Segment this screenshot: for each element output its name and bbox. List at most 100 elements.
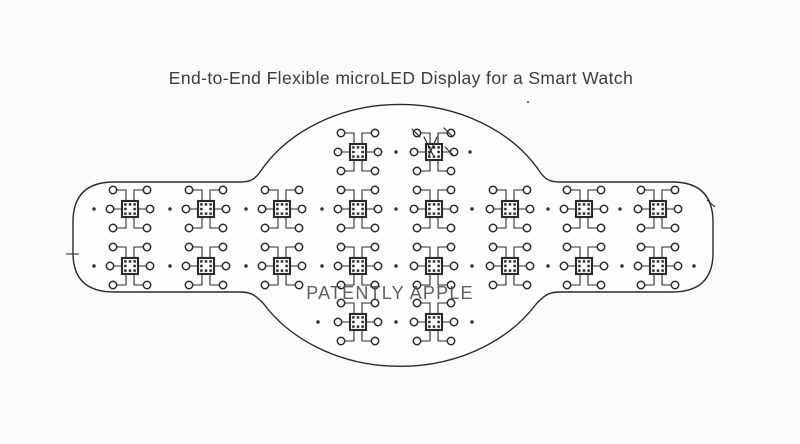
- chip-bump: [578, 207, 581, 211]
- chip-bump: [652, 207, 655, 211]
- module-traces: [414, 246, 454, 286]
- contact-pad: [184, 280, 194, 290]
- contact-pad: [522, 280, 532, 290]
- chip-bump: [652, 260, 655, 263]
- chip-bump: [587, 212, 590, 215]
- contact-pad: [336, 280, 346, 290]
- pen-annotation: [423, 136, 434, 156]
- contact-pad: [221, 261, 231, 271]
- microled-module: [409, 298, 459, 346]
- contact-pad: [181, 261, 191, 271]
- contact-pad: [294, 185, 304, 195]
- chip-bump: [513, 260, 516, 263]
- contact-pad: [522, 223, 532, 233]
- microled-module: [409, 242, 459, 290]
- chip-bump: [200, 264, 203, 268]
- chip-bump: [285, 260, 288, 263]
- contact-pad: [297, 204, 307, 214]
- chip-bump: [428, 203, 431, 206]
- chip-bump: [280, 203, 284, 206]
- alignment-dot: [168, 264, 172, 268]
- chip-bump: [280, 260, 284, 263]
- chip-bump: [432, 146, 436, 149]
- chip-bump: [276, 264, 279, 268]
- chip-bump: [128, 260, 132, 263]
- chip-bump: [361, 264, 364, 268]
- chip-bump: [656, 203, 660, 206]
- chip-bump: [280, 269, 284, 272]
- contact-pad: [373, 204, 383, 214]
- chip-bump: [504, 203, 507, 206]
- contact-pad: [412, 185, 422, 195]
- chip-bump: [209, 203, 212, 206]
- contact-pad: [373, 317, 383, 327]
- contact-pad: [446, 280, 456, 290]
- contact-pad: [409, 317, 419, 327]
- chip-bump: [285, 212, 288, 215]
- contact-pad: [336, 242, 346, 252]
- chip-bump: [352, 320, 355, 324]
- alignment-dot: [92, 264, 96, 268]
- alignment-dot: [316, 320, 320, 324]
- contact-pad: [446, 336, 456, 346]
- contact-pad: [488, 280, 498, 290]
- alignment-dot: [546, 207, 550, 211]
- chip-bump: [361, 203, 364, 206]
- contact-pad: [636, 280, 646, 290]
- chip-bump: [661, 207, 664, 211]
- chip-bump: [578, 269, 581, 272]
- contact-pad: [105, 261, 115, 271]
- contact-pad: [218, 185, 228, 195]
- contact-pad: [336, 128, 346, 138]
- contact-pad: [670, 280, 680, 290]
- chip-bump: [432, 155, 436, 158]
- chip-bump: [361, 260, 364, 263]
- chip-bump: [656, 212, 660, 215]
- chip-bump: [428, 260, 431, 263]
- chip-bump: [513, 203, 516, 206]
- chip-bump: [578, 212, 581, 215]
- chip-bump: [361, 316, 364, 319]
- contact-pad: [522, 185, 532, 195]
- chip-bump: [352, 260, 355, 263]
- chip-bump: [504, 269, 507, 272]
- module-traces: [338, 189, 378, 229]
- contact-pad: [409, 147, 419, 157]
- contact-pad: [336, 166, 346, 176]
- module-traces: [338, 132, 378, 172]
- chip-bump: [361, 325, 364, 328]
- microled-module: [257, 185, 307, 233]
- contact-pad: [485, 204, 495, 214]
- alignment-dot: [320, 207, 324, 211]
- contact-pad: [562, 223, 572, 233]
- microled-module: [333, 242, 383, 290]
- chip-bump: [508, 260, 512, 263]
- alignment-dot: [320, 264, 324, 268]
- chip-bump: [361, 207, 364, 211]
- chip-bump: [513, 207, 516, 211]
- contact-pad: [142, 223, 152, 233]
- pen-annotation: [444, 146, 454, 156]
- contact-pad: [596, 223, 606, 233]
- contact-pad: [181, 204, 191, 214]
- contact-pad: [449, 261, 459, 271]
- edge-tick: [706, 199, 716, 208]
- chip-bump: [285, 207, 288, 211]
- contact-pad: [670, 185, 680, 195]
- chip-bump: [652, 269, 655, 272]
- chip-bump: [128, 203, 132, 206]
- microled-module: [181, 242, 231, 290]
- chip-bump: [285, 269, 288, 272]
- chip-bump: [437, 264, 440, 268]
- chip-bump: [276, 260, 279, 263]
- contact-pad: [673, 204, 683, 214]
- contact-pad: [145, 204, 155, 214]
- contact-pad: [488, 242, 498, 252]
- module-traces: [414, 132, 454, 172]
- contact-pad: [257, 261, 267, 271]
- alignment-dot: [470, 264, 474, 268]
- chip-bump: [352, 316, 355, 319]
- chip-bump: [352, 269, 355, 272]
- chip-bump: [209, 264, 212, 268]
- chip-bump: [276, 212, 279, 215]
